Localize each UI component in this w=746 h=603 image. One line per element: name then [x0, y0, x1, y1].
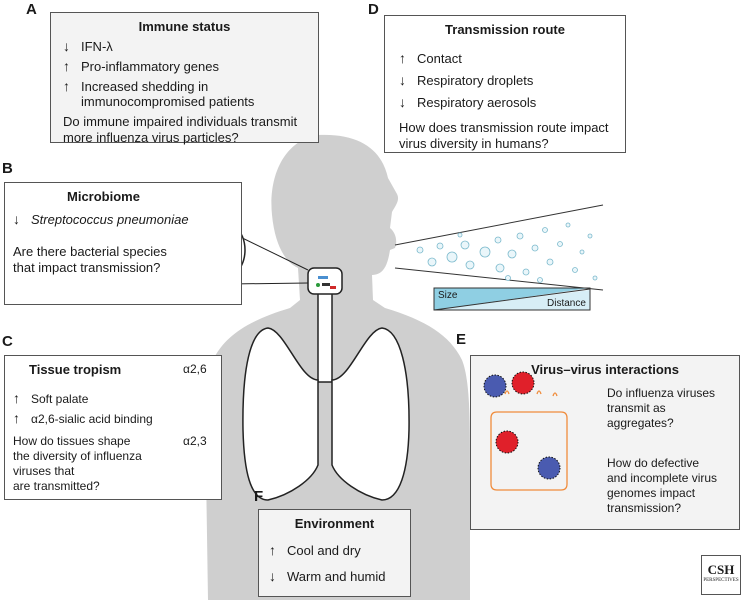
up-arrow-icon: ↑ [13, 390, 20, 406]
list-item: ↑Pro-inflammatory genes [63, 58, 219, 74]
list-item: ↑α2,6-sialic acid binding [13, 410, 153, 426]
down-arrow-icon: ↓ [399, 72, 406, 88]
panel-environment: Environment ↑Cool and dry ↓Warm and humi… [258, 509, 411, 597]
panel-title: Virus–virus interactions [531, 362, 679, 377]
panel-letter-a: A [26, 1, 37, 18]
list-item-continued: immunocompromised patients [81, 94, 255, 109]
panel-tissue-tropism: Tissue tropism α2,6 ↑Soft palate ↑α2,6-s… [4, 355, 222, 500]
panel-microbiome: Microbiome ↓Streptococcus pneumoniae Are… [4, 182, 242, 305]
right-lung [331, 327, 410, 501]
down-arrow-icon: ↓ [13, 211, 20, 227]
panel-virus-interactions: Virus–virus interactions Do influenza vi… [470, 355, 740, 530]
virus-red-icon [511, 371, 535, 395]
size-label: Size [438, 290, 458, 301]
list-item: ↓Respiratory aerosols [399, 94, 537, 110]
virus-blue-icon [483, 374, 507, 398]
down-arrow-icon: ↓ [63, 38, 70, 54]
virus-red-icon [495, 430, 519, 454]
aerosol-cone [394, 204, 604, 291]
up-arrow-icon: ↑ [63, 78, 70, 94]
list-item: ↓IFN-λ [63, 38, 113, 54]
list-item: ↓Streptococcus pneumoniae [13, 211, 189, 227]
list-item: ↓Warm and humid [269, 568, 386, 584]
list-item: ↓Respiratory droplets [399, 72, 534, 88]
panel-letter-b: B [2, 160, 13, 177]
size-distance-scale [433, 287, 591, 311]
panel-transmission-route: Transmission route ↑Contact ↓Respiratory… [384, 15, 626, 153]
panel-title: Microbiome [67, 189, 140, 204]
receptor-label: α2,6 [183, 362, 207, 376]
panel-immune-status: Immune status ↓IFN-λ ↑Pro-inflammatory g… [50, 12, 319, 145]
left-lung [242, 327, 319, 501]
list-item: ↑Cool and dry [269, 542, 361, 558]
panel-title: Transmission route [445, 22, 565, 37]
panel-letter-c: C [2, 333, 13, 350]
up-arrow-icon: ↑ [13, 410, 20, 426]
list-item: ↑Soft palate [13, 390, 89, 406]
virus-blue-icon [537, 456, 561, 480]
list-item: ↑Increased shedding in [63, 78, 209, 94]
list-item: ↑Contact [399, 50, 462, 66]
down-arrow-icon: ↓ [399, 94, 406, 110]
panel-title: Immune status [138, 19, 231, 34]
panel-title: Environment [294, 516, 375, 531]
panel-letter-d: D [368, 1, 379, 18]
up-arrow-icon: ↑ [63, 58, 70, 74]
panel-letter-e: E [456, 331, 467, 348]
up-arrow-icon: ↑ [399, 50, 406, 66]
throat-region [307, 267, 343, 295]
virus-illustration [483, 371, 568, 491]
panel-title: Tissue tropism [29, 362, 122, 377]
receptor-label: α2,3 [183, 434, 207, 448]
trachea [317, 291, 333, 383]
panel-letter-f: F [254, 488, 264, 505]
csh-perspectives-logo: CSH PERSPECTIVES [701, 555, 741, 595]
distance-label: Distance [547, 298, 586, 309]
down-arrow-icon: ↓ [269, 568, 276, 584]
up-arrow-icon: ↑ [269, 542, 276, 558]
